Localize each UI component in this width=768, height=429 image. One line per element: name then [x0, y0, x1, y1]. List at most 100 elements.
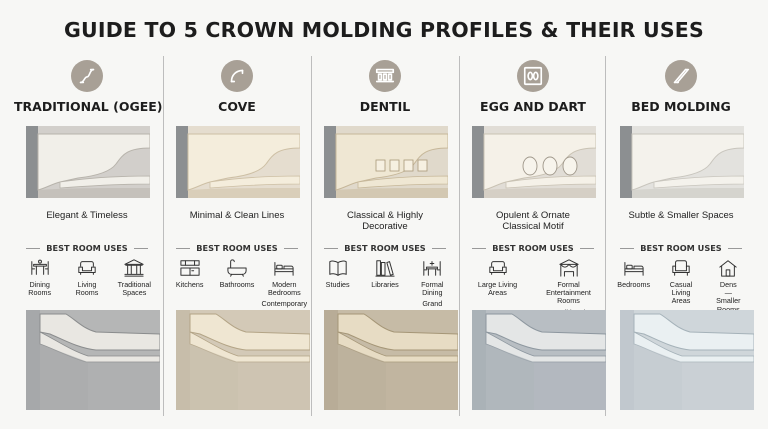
sofa-icon	[76, 258, 98, 278]
description-line: Decorative	[362, 221, 408, 232]
rule-line	[176, 247, 191, 249]
s-curve-icon	[71, 60, 103, 92]
description-line: Minimal & Clean Lines	[189, 210, 285, 221]
room-label-line: Kitchens	[175, 280, 204, 289]
formal-dining-icon	[421, 258, 443, 278]
room-label: Studies	[325, 280, 350, 289]
room-label-line: Living	[671, 288, 691, 298]
room-label-line: Entertainment	[546, 288, 591, 298]
profile-name: EGG AND DART	[480, 99, 586, 114]
kitchen-icon	[179, 258, 201, 278]
room-item: Studies	[314, 258, 361, 328]
room-label-line: Dining	[422, 288, 443, 298]
dentil-blocks-icon	[369, 60, 401, 92]
bed-molding-icon	[665, 60, 697, 92]
room-label-line: Libraries	[371, 280, 399, 289]
description-line: Elegant & Timeless	[46, 210, 128, 221]
best-room-uses-heading: BEST ROOM USES	[312, 242, 458, 254]
best-room-uses-heading: BEST ROOM USES	[164, 242, 310, 254]
bathtub-icon	[226, 258, 248, 278]
profile-description: Elegant & Timeless	[14, 210, 160, 221]
room-label-line: Traditional	[117, 280, 151, 289]
profile-name: TRADITIONAL (OGEE)	[14, 99, 163, 114]
room-label-line: Bedrooms	[267, 288, 301, 298]
best-room-uses-label: BEST ROOM USES	[344, 243, 426, 253]
pavilion-icon	[558, 258, 580, 278]
best-room-uses-heading: BEST ROOM USES	[14, 242, 160, 254]
room-label-line: Formal	[421, 280, 444, 289]
room-label-line: Dens	[719, 280, 737, 289]
room-label-line: Dining	[29, 280, 50, 289]
best-room-uses-label: BEST ROOM USES	[492, 243, 574, 253]
molding-profile-image	[176, 126, 300, 198]
room-label-line: Modern	[272, 280, 297, 289]
rule-line	[431, 247, 446, 249]
profile-description: Subtle & Smaller Spaces	[608, 210, 754, 221]
room-corner-image	[176, 310, 310, 410]
dining-table-icon	[29, 258, 51, 278]
molding-profile-image	[620, 126, 744, 198]
room-corner-image	[472, 310, 606, 410]
cove-curve-icon	[221, 60, 253, 92]
column-divider	[163, 56, 164, 416]
room-corner-image	[26, 310, 160, 410]
column-divider	[605, 56, 606, 416]
column-divider	[311, 56, 312, 416]
rule-line	[324, 247, 339, 249]
room-label-line: Areas	[488, 288, 507, 298]
description-line: Classical & Highly	[346, 210, 424, 221]
room-label-line: Rooms	[28, 288, 52, 298]
library-books-icon	[374, 258, 396, 278]
room-label-line: Casual	[669, 280, 693, 289]
rule-line	[727, 247, 742, 249]
room-label-line: Rooms	[75, 288, 99, 298]
page-title: GUIDE TO 5 CROWN MOLDING PROFILES & THEI…	[64, 18, 704, 42]
bed-icon	[623, 258, 645, 278]
room-label-line: Smaller	[716, 296, 741, 306]
best-room-uses-label: BEST ROOM USES	[640, 243, 722, 253]
room-label-line: Bedrooms	[617, 280, 651, 289]
molding-profile-image	[324, 126, 448, 198]
room-label: Libraries	[371, 280, 399, 289]
armchair-icon	[670, 258, 692, 278]
house-icon	[717, 258, 739, 278]
profile-description: Minimal & Clean Lines	[164, 210, 310, 221]
bed-icon	[273, 258, 295, 278]
description-line: Subtle & Smaller Spaces	[628, 210, 734, 221]
egg-dart-icon	[517, 60, 549, 92]
room-label-line: Rooms	[716, 304, 740, 314]
classical-building-icon	[123, 258, 145, 278]
best-room-uses-label: BEST ROOM USES	[46, 243, 128, 253]
room-label: Bathrooms	[219, 280, 255, 289]
room-label-line: Formal	[557, 280, 580, 289]
molding-profile-image	[26, 126, 150, 198]
best-room-uses-heading: BEST ROOM USES	[460, 242, 606, 254]
room-label-line: Areas	[671, 296, 691, 306]
room-label-line: Rooms	[557, 296, 580, 306]
description-line: Opulent & Ornate	[496, 210, 570, 221]
rule-line	[133, 247, 148, 249]
room-label-line: Contemporary	[261, 299, 308, 309]
room-label-line: Bathrooms	[219, 280, 255, 289]
room-label-line: Studies	[325, 280, 350, 289]
profile-name: BED MOLDING	[631, 99, 731, 114]
rule-line	[283, 247, 298, 249]
room-item: Bathrooms	[213, 258, 260, 328]
rule-line	[620, 247, 635, 249]
room-item: Libraries	[361, 258, 408, 328]
room-label: Kitchens	[175, 280, 204, 289]
